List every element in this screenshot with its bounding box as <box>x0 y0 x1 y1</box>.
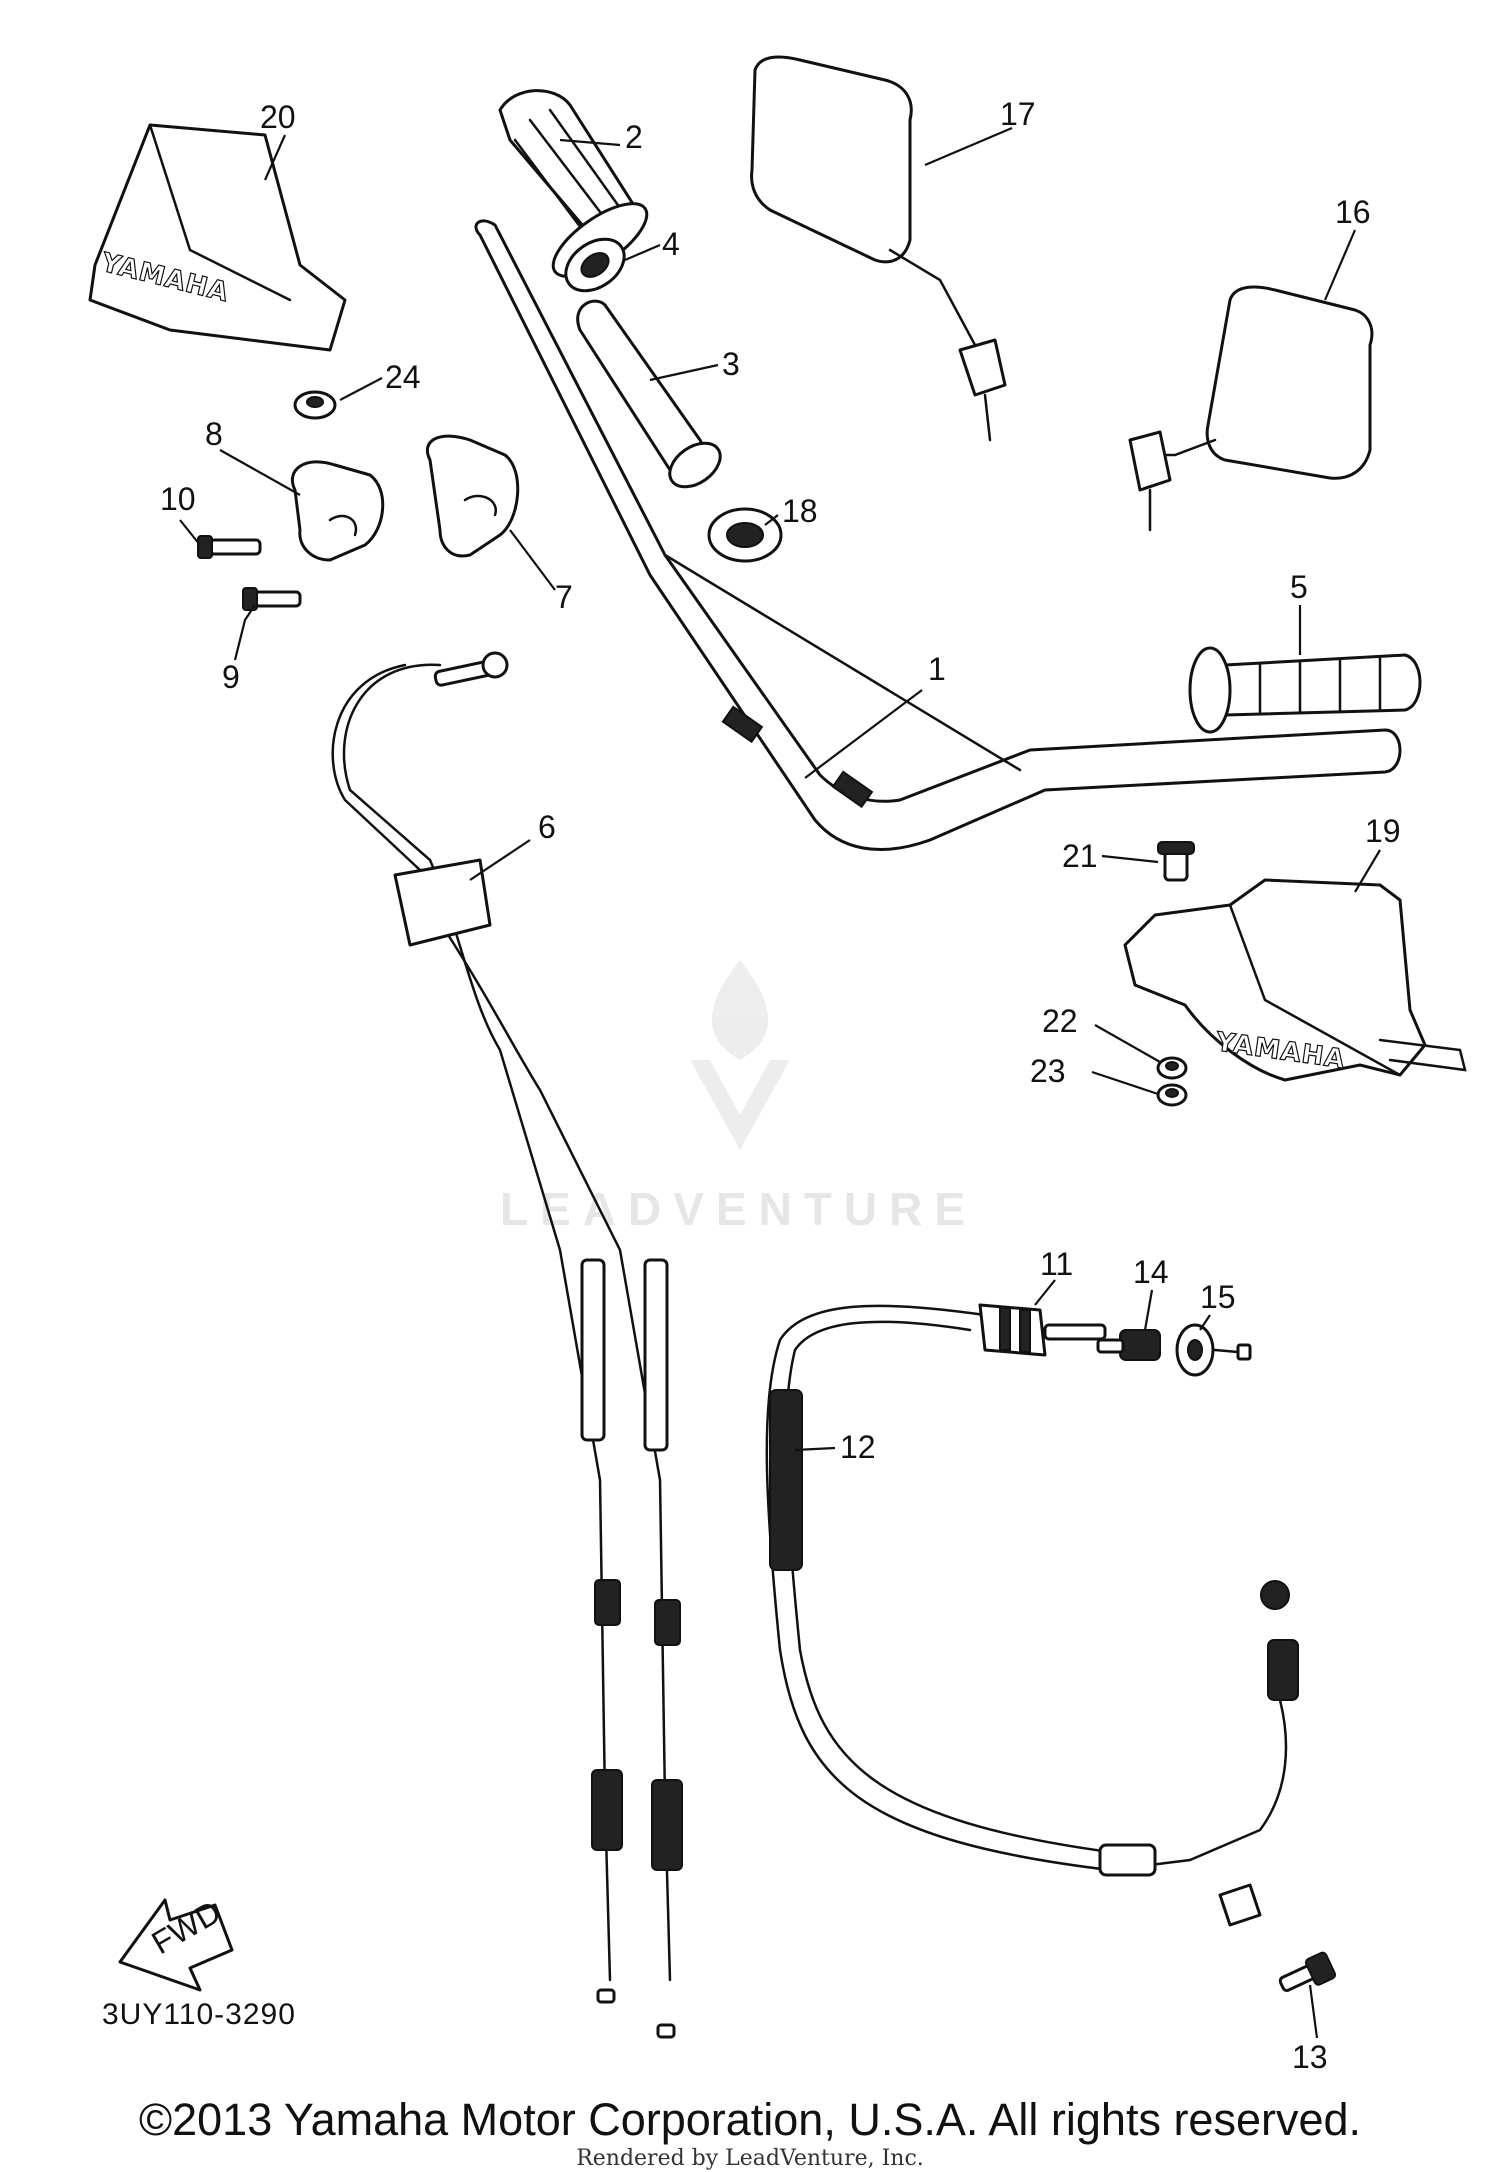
part-19-hand-guard-right[interactable]: YAMAHA <box>1123 878 1467 1082</box>
part-1-handlebar[interactable] <box>474 219 1402 851</box>
part-7-holder[interactable] <box>426 434 520 558</box>
part-8-holder[interactable] <box>291 460 385 562</box>
flame-logo-icon <box>711 960 769 1060</box>
part-24-nut[interactable] <box>293 390 337 420</box>
part-17-mirror-left[interactable] <box>750 55 1007 442</box>
callout-labels: 1 2 3 4 5 6 7 8 9 10 11 12 13 14 15 16 1… <box>160 96 1401 2075</box>
part-4-collar[interactable] <box>556 229 634 302</box>
leader-lines <box>179 126 1381 2039</box>
callout-7: 7 <box>555 579 573 615</box>
callout-18: 18 <box>782 493 818 529</box>
part-20-hand-guard-left[interactable]: YAMAHA <box>88 123 347 352</box>
part-11-adjuster[interactable] <box>978 1303 1107 1357</box>
callout-1: 1 <box>928 651 946 687</box>
callout-10: 10 <box>160 481 196 517</box>
callout-16: 16 <box>1335 194 1371 230</box>
watermark: LEADVENTURE <box>500 960 977 1235</box>
part-21-bolt[interactable] <box>1157 841 1195 882</box>
callout-12: 12 <box>840 1429 876 1465</box>
part-22-washer[interactable] <box>1156 1056 1188 1080</box>
callout-15: 15 <box>1200 1279 1236 1315</box>
part-14-bolt[interactable] <box>1096 1329 1161 1361</box>
callout-4: 4 <box>662 226 680 262</box>
copyright-notice: ©2013 Yamaha Motor Corporation, U.S.A. A… <box>138 2094 1362 2145</box>
callout-24: 24 <box>385 359 421 395</box>
callout-8: 8 <box>205 416 223 452</box>
rendered-by-text: Rendered by LeadVenture, Inc. <box>576 2146 924 2171</box>
v-logo-icon <box>690 1060 790 1150</box>
part-5-grip[interactable] <box>1188 646 1422 734</box>
part-16-mirror-right[interactable] <box>1128 285 1374 532</box>
callout-14: 14 <box>1133 1254 1169 1290</box>
callout-11: 11 <box>1040 1246 1073 1282</box>
callout-19: 19 <box>1365 813 1401 849</box>
callout-3: 3 <box>722 346 740 382</box>
part-23-nut[interactable] <box>1156 1083 1188 1107</box>
callout-9: 9 <box>222 659 240 695</box>
callout-13: 13 <box>1292 2039 1328 2075</box>
callout-2: 2 <box>625 119 643 155</box>
part-9-screw[interactable] <box>242 587 302 611</box>
part-15-washer[interactable] <box>1175 1323 1252 1377</box>
callout-22: 22 <box>1042 1003 1078 1039</box>
part-6-throttle-cables[interactable] <box>331 651 683 2039</box>
callout-21: 21 <box>1062 838 1098 874</box>
part-10-screw[interactable] <box>197 535 262 559</box>
part-3-throttle-tube[interactable] <box>576 299 729 496</box>
diagram-code: 3UY110-3290 <box>102 1998 296 2031</box>
part-13-bolt[interactable] <box>1278 1951 1337 1992</box>
watermark-text: LEADVENTURE <box>500 1183 977 1235</box>
callout-20: 20 <box>260 99 296 135</box>
callout-6: 6 <box>538 809 556 845</box>
callout-23: 23 <box>1030 1053 1066 1089</box>
part-18-bushing[interactable] <box>707 507 783 563</box>
callout-5: 5 <box>1290 569 1308 605</box>
callout-17: 17 <box>1000 96 1036 132</box>
part-12-clutch-cable[interactable] <box>765 1304 1299 1927</box>
fwd-arrow-icon: FWD <box>118 1893 234 1992</box>
